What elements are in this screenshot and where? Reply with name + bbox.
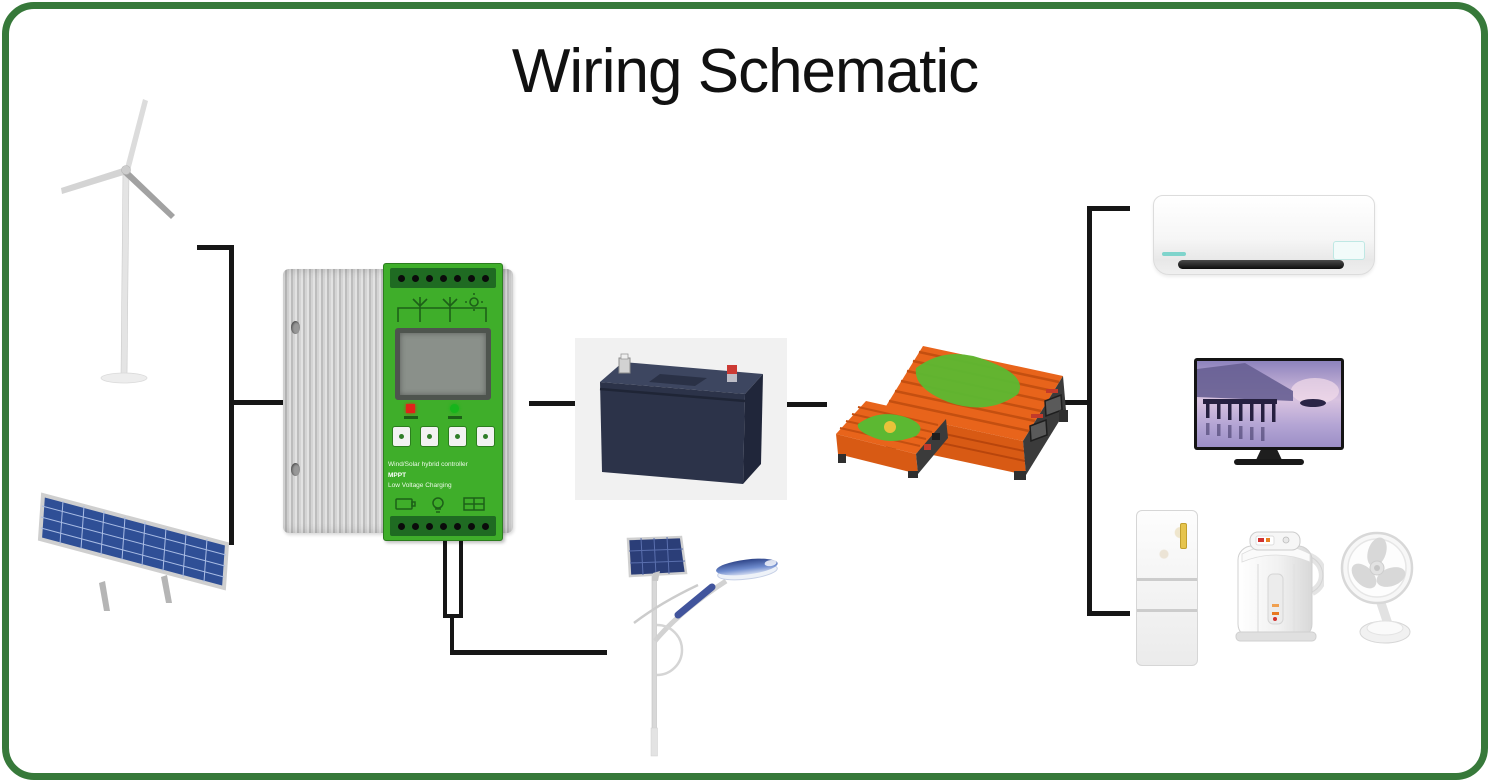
hybrid-charge-controller: Wind/Solar hybrid controller MPPT Low Vo… bbox=[283, 263, 513, 541]
fridge-handle bbox=[1180, 523, 1187, 549]
wire-bus-to-fridge bbox=[1087, 611, 1130, 616]
controller-terminal-strip-top bbox=[390, 268, 496, 288]
controller-lcd-screen bbox=[395, 328, 491, 400]
wire-inverter-to-bus bbox=[1060, 400, 1091, 405]
desk-fan-icon bbox=[1340, 531, 1414, 644]
controller-terminal-strip-bottom bbox=[390, 516, 496, 536]
wire-left-bus bbox=[229, 245, 234, 545]
ac-teal-accent bbox=[1162, 252, 1186, 256]
tv-stand-base bbox=[1234, 459, 1304, 465]
wire-bus-to-controller bbox=[229, 400, 285, 405]
air-conditioner bbox=[1153, 195, 1375, 291]
wire-load-down bbox=[450, 616, 454, 654]
controller-schematic-icon bbox=[397, 293, 487, 322]
ac-body bbox=[1153, 195, 1375, 275]
controller-button-3 bbox=[448, 426, 467, 447]
thermo-pot-icon bbox=[1235, 531, 1327, 642]
fridge-door-divider-2 bbox=[1137, 609, 1197, 612]
tv-screen bbox=[1197, 361, 1341, 447]
controller-buttons bbox=[392, 426, 495, 447]
wire-wind-to-bus bbox=[197, 245, 234, 250]
controller-led-red bbox=[406, 404, 415, 413]
wire-bus-to-ac bbox=[1087, 206, 1130, 211]
controller-mount-hole-top bbox=[291, 321, 300, 334]
solar-panel-icon bbox=[37, 492, 230, 611]
tv-stand-neck bbox=[1256, 450, 1282, 460]
solar-panel bbox=[25, 483, 240, 623]
controller-bottom-glyphs bbox=[395, 497, 485, 513]
controller-led-green bbox=[450, 404, 459, 413]
controller-text-line2: MPPT bbox=[388, 472, 407, 479]
solar-street-light bbox=[598, 523, 788, 760]
desk-fan bbox=[1338, 528, 1414, 646]
wire-battery-to-inverter bbox=[778, 402, 827, 407]
ac-display-panel bbox=[1333, 241, 1365, 260]
power-inverter-large bbox=[883, 346, 1068, 480]
controller-button-2 bbox=[420, 426, 439, 447]
electric-thermo-pot bbox=[1228, 524, 1327, 644]
power-inverters bbox=[828, 316, 1073, 481]
wire-right-bus bbox=[1087, 206, 1092, 616]
power-inverter-small bbox=[836, 401, 948, 478]
fridge-door-divider-1 bbox=[1137, 578, 1197, 581]
controller-led-label-marks bbox=[404, 416, 484, 419]
wind-turbine-icon bbox=[61, 99, 175, 384]
battery-icon bbox=[599, 353, 763, 484]
controller-front-panel: Wind/Solar hybrid controller MPPT Low Vo… bbox=[383, 263, 503, 541]
controller-button-4 bbox=[476, 426, 495, 447]
television bbox=[1194, 358, 1346, 468]
controller-button-1 bbox=[392, 426, 411, 447]
street-light-icon bbox=[626, 535, 778, 757]
ac-vent-louver bbox=[1178, 260, 1344, 269]
inverter-icons bbox=[836, 346, 1068, 480]
controller-text-line3: Low Voltage Charging bbox=[388, 482, 452, 489]
tv-bezel bbox=[1194, 358, 1344, 450]
page-title: Wiring Schematic bbox=[511, 37, 979, 106]
controller-text-line1: Wind/Solar hybrid controller bbox=[388, 461, 468, 468]
wire-load-drop-1 bbox=[443, 538, 447, 618]
wire-load-drop-2 bbox=[459, 532, 463, 618]
wire-controller-to-battery bbox=[529, 401, 576, 406]
controller-mount-hole-bottom bbox=[291, 463, 300, 476]
wind-turbine bbox=[40, 95, 190, 390]
wire-to-streetlight bbox=[450, 650, 607, 655]
refrigerator bbox=[1136, 510, 1198, 666]
battery bbox=[575, 338, 787, 500]
